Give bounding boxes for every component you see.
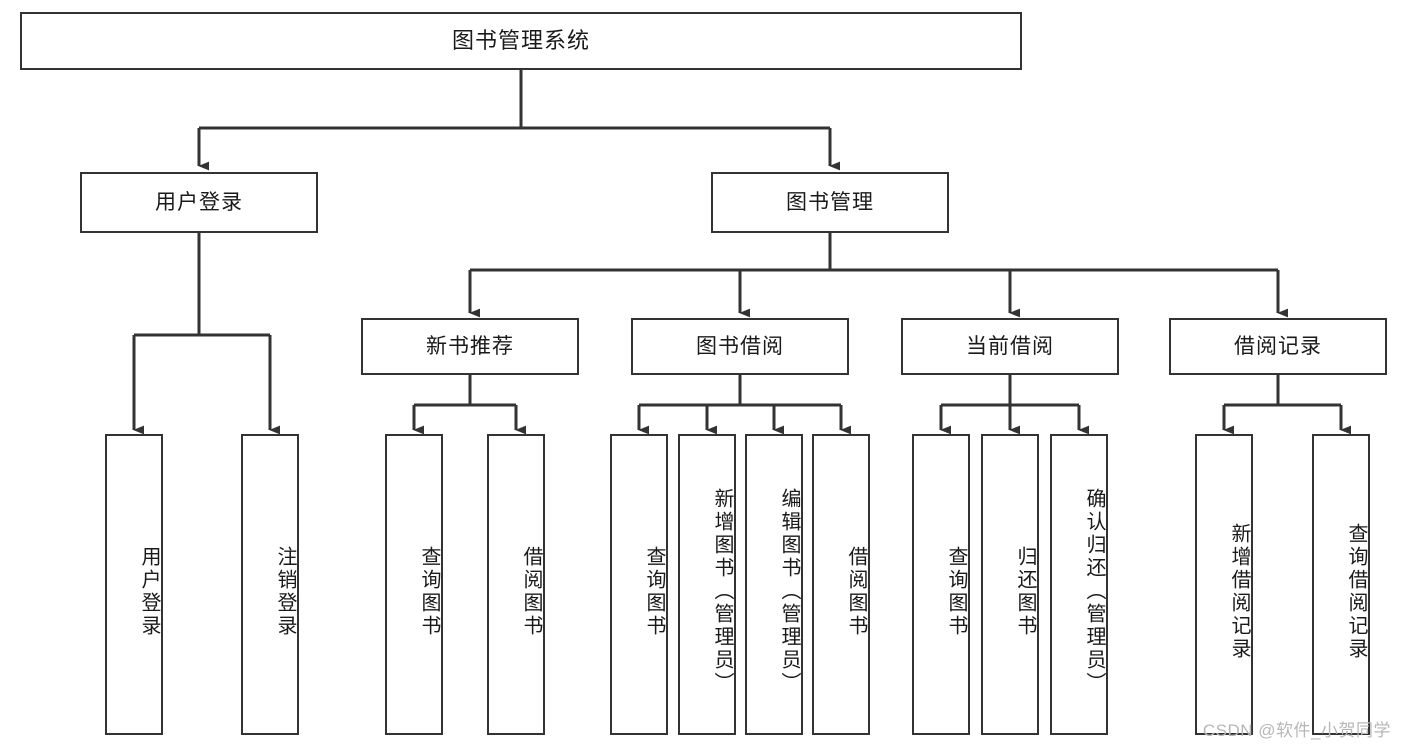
node-leaf-borrow-book-2[interactable]: 借阅图书	[812, 434, 870, 735]
node-root[interactable]: 图书管理系统	[20, 12, 1022, 70]
node-book-borrow-label: 图书借阅	[696, 334, 784, 358]
node-leaf-query-record[interactable]: 查询借阅记录	[1312, 434, 1370, 735]
node-leaf-user-login-label: 用户登录	[138, 545, 160, 638]
node-leaf-query-book-2-label: 查询图书	[643, 545, 665, 638]
node-current-borrow-label: 当前借阅	[966, 334, 1054, 358]
node-user-login[interactable]: 用户登录	[80, 172, 318, 233]
node-leaf-query-record-label: 查询借阅记录	[1345, 522, 1367, 661]
node-leaf-logout-label: 注销登录	[274, 545, 296, 638]
node-leaf-query-book-3[interactable]: 查询图书	[912, 434, 970, 735]
node-leaf-query-book-1-label: 查询图书	[418, 545, 440, 638]
node-leaf-query-book-3-label: 查询图书	[945, 545, 967, 638]
node-leaf-edit-book-label: 编辑图书（管理员）	[778, 488, 800, 695]
node-leaf-confirm-return[interactable]: 确认归还（管理员）	[1050, 434, 1108, 735]
node-new-book-rec-label: 新书推荐	[426, 334, 514, 358]
node-leaf-add-book[interactable]: 新增图书（管理员）	[678, 434, 736, 735]
node-leaf-confirm-return-label: 确认归还（管理员）	[1083, 488, 1105, 695]
node-leaf-return-book-label: 归还图书	[1014, 545, 1036, 638]
node-borrow-record[interactable]: 借阅记录	[1169, 318, 1387, 375]
node-leaf-return-book[interactable]: 归还图书	[981, 434, 1039, 735]
node-user-login-label: 用户登录	[155, 190, 243, 214]
node-leaf-add-record-label: 新增借阅记录	[1228, 522, 1250, 661]
node-leaf-add-book-label: 新增图书（管理员）	[711, 488, 733, 695]
node-book-borrow[interactable]: 图书借阅	[631, 318, 849, 375]
node-leaf-edit-book[interactable]: 编辑图书（管理员）	[745, 434, 803, 735]
node-current-borrow[interactable]: 当前借阅	[901, 318, 1119, 375]
node-leaf-borrow-book-2-label: 借阅图书	[845, 545, 867, 638]
node-borrow-record-label: 借阅记录	[1234, 334, 1322, 358]
node-root-label: 图书管理系统	[451, 27, 590, 53]
node-leaf-query-book-1[interactable]: 查询图书	[385, 434, 443, 735]
node-leaf-add-record[interactable]: 新增借阅记录	[1195, 434, 1253, 735]
node-new-book-rec[interactable]: 新书推荐	[361, 318, 579, 375]
node-leaf-user-login[interactable]: 用户登录	[105, 434, 163, 735]
watermark: CSDN @软件_小贺同学	[1202, 721, 1391, 740]
node-leaf-borrow-book-1-label: 借阅图书	[520, 545, 542, 638]
node-book-manage[interactable]: 图书管理	[711, 172, 949, 233]
node-leaf-query-book-2[interactable]: 查询图书	[610, 434, 668, 735]
node-book-manage-label: 图书管理	[786, 190, 874, 214]
node-leaf-borrow-book-1[interactable]: 借阅图书	[487, 434, 545, 735]
node-leaf-logout[interactable]: 注销登录	[241, 434, 299, 735]
